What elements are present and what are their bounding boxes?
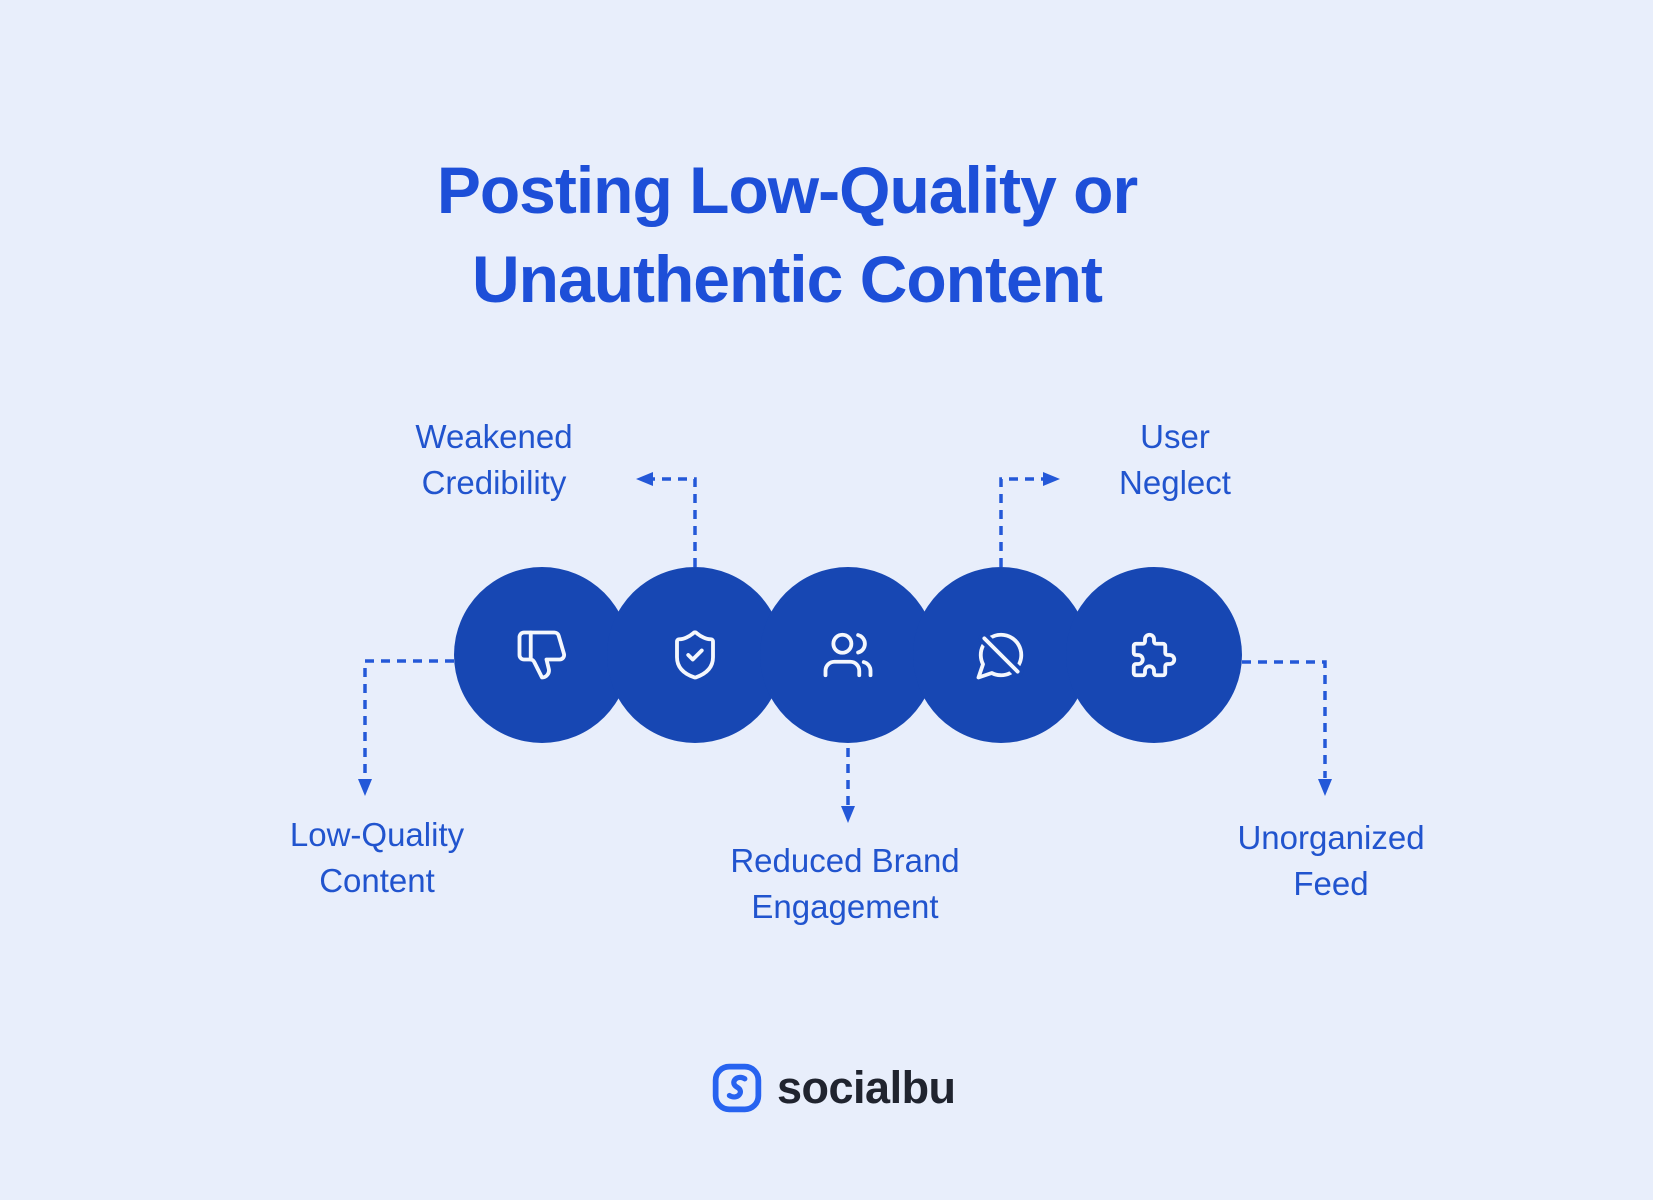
socialbu-logo-icon xyxy=(712,1063,762,1113)
label-reduced-brand-engagement-line1: Reduced Brand xyxy=(730,842,960,879)
node-unorganized xyxy=(1066,567,1242,743)
thumbs-down-icon xyxy=(517,630,567,680)
label-low-quality-content: Low-Quality Content xyxy=(197,812,557,904)
label-reduced-brand-engagement-line2: Engagement xyxy=(751,888,939,925)
muted-chat-icon xyxy=(976,632,1024,680)
node-credibility xyxy=(607,567,783,743)
label-user-neglect-line2: Neglect xyxy=(1119,464,1231,501)
label-user-neglect-line1: User xyxy=(1140,418,1210,455)
label-unorganized-feed-line2: Feed xyxy=(1293,865,1369,902)
label-weakened-credibility-line1: Weakened xyxy=(415,418,573,455)
label-reduced-brand-engagement: Reduced Brand Engagement xyxy=(665,838,1025,930)
label-user-neglect: User Neglect xyxy=(995,414,1355,506)
label-low-quality-content-line2: Content xyxy=(319,862,435,899)
label-unorganized-feed: Unorganized Feed xyxy=(1151,815,1511,907)
page-title-line2: Unauthentic Content xyxy=(472,242,1103,317)
node-low-quality xyxy=(454,567,630,743)
page-title-line1: Posting Low-Quality or xyxy=(436,153,1138,228)
label-unorganized-feed-line1: Unorganized xyxy=(1237,819,1425,856)
label-weakened-credibility-line2: Credibility xyxy=(421,464,567,501)
brand-name: socialbu xyxy=(777,1062,956,1113)
label-low-quality-content-line1: Low-Quality xyxy=(289,816,465,853)
label-weakened-credibility: Weakened Credibility xyxy=(314,414,674,506)
node-engagement xyxy=(760,567,936,743)
arrow-unorganized-feed xyxy=(1242,660,1332,796)
shield-check-icon xyxy=(675,630,715,680)
node-user-neglect xyxy=(913,567,1089,743)
page-title: Posting Low-Quality or Unauthentic Conte… xyxy=(337,146,1237,324)
arrow-low-quality-content xyxy=(358,659,454,796)
brand-footer: socialbu xyxy=(712,1063,956,1113)
users-icon xyxy=(823,632,873,678)
puzzle-icon xyxy=(1131,632,1177,678)
arrow-reduced-brand-engagement xyxy=(841,748,855,823)
